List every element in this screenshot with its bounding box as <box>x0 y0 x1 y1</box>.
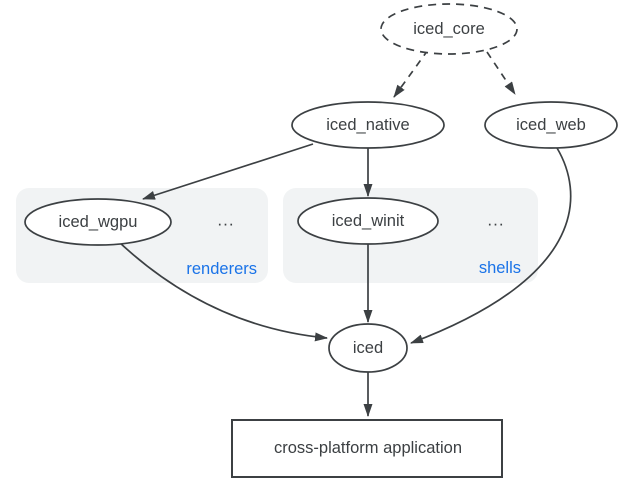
edge-web-to-iced <box>410 147 572 344</box>
edge-wgpu-to-iced <box>118 241 328 342</box>
node-iced-web-label: iced_web <box>516 115 586 134</box>
node-iced-wgpu-label: iced_wgpu <box>58 212 138 231</box>
node-iced-native-label: iced_native <box>326 115 410 134</box>
node-iced-winit-shape <box>297 197 439 245</box>
edge-core-to-web <box>486 51 516 95</box>
node-iced-label: iced <box>352 338 384 357</box>
node-application-shape <box>231 419 503 478</box>
edge-core-to-native <box>393 49 429 98</box>
node-iced-core-shape <box>380 3 518 55</box>
node-iced-shape <box>328 323 408 373</box>
shells-ellipsis: ... <box>487 210 505 230</box>
node-iced-wgpu-shape <box>24 198 172 246</box>
shells-group-label: shells <box>478 258 521 277</box>
edge-native-to-wgpu <box>142 143 314 200</box>
node-iced-web-shape <box>484 101 618 149</box>
node-iced-core-label: iced_core <box>413 19 485 38</box>
node-application-label: cross-platform application <box>274 438 462 457</box>
renderers-ellipsis: ... <box>217 210 235 230</box>
renderers-group-label: renderers <box>186 259 257 278</box>
node-iced-native-shape <box>291 101 445 149</box>
node-iced-winit-label: iced_winit <box>331 211 405 230</box>
